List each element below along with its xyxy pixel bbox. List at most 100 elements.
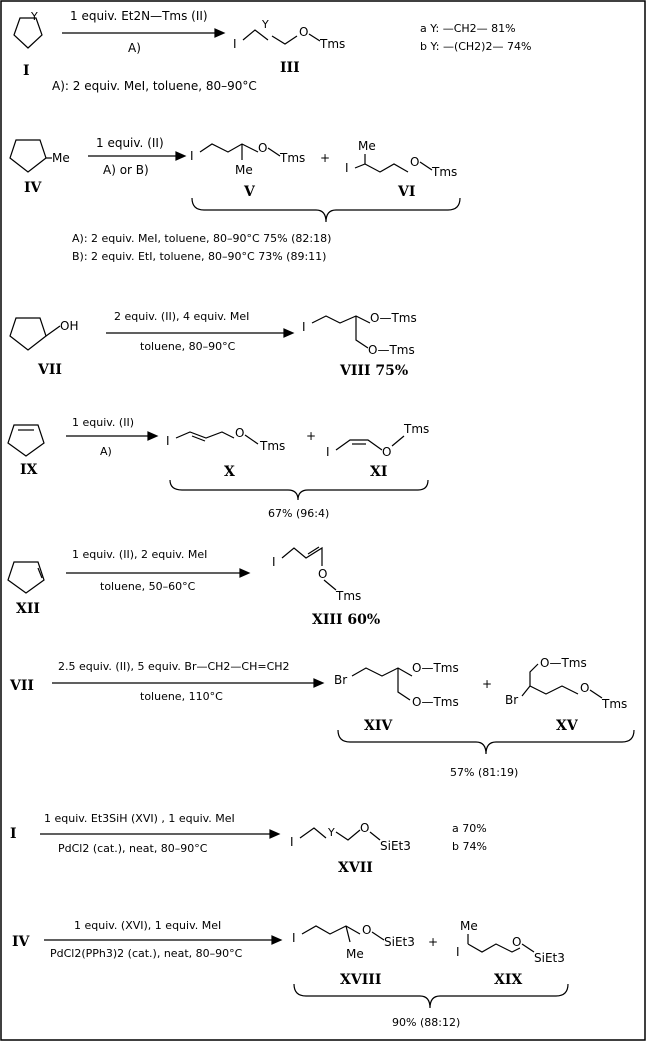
- reagent-text: 1 equiv. (XVI), 1 equiv. MeI: [74, 919, 221, 932]
- ring-XII: [7, 561, 45, 594]
- bond: [299, 827, 327, 839]
- conditions-text: PdCl2 (cat.), neat, 80–90°C: [58, 842, 208, 855]
- bond: [354, 163, 409, 173]
- atom-O: O: [512, 935, 521, 949]
- reagent-text: 2 equiv. (II), 4 equiv. MeI: [114, 310, 249, 323]
- compound-label-X: X: [224, 464, 235, 480]
- conditions-text: toluene, 50–60°C: [100, 580, 196, 593]
- ring-Y: Y: [30, 10, 38, 23]
- plus-sign: +: [306, 429, 316, 443]
- group-Tms: Tms: [319, 37, 345, 51]
- reaction-1: Y I 1 equiv. Et2N—Tms (II) A) A): 2 equi…: [13, 9, 531, 93]
- reagent-text: 1 equiv. (II): [72, 416, 134, 429]
- conditions-text: PdCl2(PPh3)2 (cat.), neat, 80–90°C: [50, 947, 243, 960]
- bond: [199, 143, 259, 153]
- bond: [335, 829, 361, 841]
- group-Tms: Tms: [601, 697, 627, 711]
- bond: [307, 546, 320, 555]
- group-Tms: Tms: [403, 422, 429, 436]
- compound-label-VI: VI: [397, 184, 415, 200]
- ring-Me: Me: [52, 151, 70, 165]
- conditions-line-A: A): 2 equiv. MeI, toluene, 80–90°C 75% (…: [72, 232, 331, 245]
- compound-label-XV: XV: [556, 718, 579, 734]
- bond: [301, 925, 361, 935]
- bond: [467, 943, 521, 953]
- atom-Br: Br: [334, 673, 347, 687]
- group-Tms: Tms: [431, 165, 457, 179]
- atom-Me: Me: [460, 919, 478, 933]
- reagent-text: 1 equiv. (II), 2 equiv. MeI: [72, 548, 207, 561]
- bond: [397, 668, 411, 701]
- atom-O: O: [382, 445, 391, 459]
- compound-label-III: III: [280, 60, 300, 76]
- bond: [311, 315, 371, 324]
- compound-label-XII: XII: [16, 601, 40, 617]
- bond: [345, 925, 351, 943]
- compound-label-VIII: VIII 75%: [339, 363, 408, 379]
- atom-I: I: [345, 161, 349, 175]
- compound-label-IV: IV: [24, 180, 43, 196]
- product-brace: [169, 479, 429, 501]
- group-SiEt3: SiEt3: [534, 951, 565, 965]
- combined-yield: 67% (96:4): [268, 507, 329, 520]
- atom-O: O: [580, 681, 589, 695]
- bond: [391, 435, 405, 447]
- compound-label-IV: IV: [12, 934, 31, 950]
- arrowhead: [271, 935, 283, 945]
- conditions-line-B: B): 2 equiv. EtI, toluene, 80–90°C 73% (…: [72, 250, 326, 263]
- product-brace: [293, 983, 569, 1009]
- group-OTms-1: O—Tms: [412, 661, 459, 675]
- compound-label-V: V: [243, 184, 256, 200]
- reagent-text: 1 equiv. Et3SiH (XVI) , 1 equiv. MeI: [44, 812, 235, 825]
- bond: [521, 943, 535, 953]
- group-OTms-2: O—Tms: [412, 695, 459, 709]
- bond: [175, 431, 235, 439]
- atom-O: O: [410, 155, 419, 169]
- group-OTms-2: O—Tms: [368, 343, 415, 357]
- compound-label-XVIII: XVIII: [340, 972, 381, 988]
- compound-label-XIII: XIII 60%: [312, 612, 380, 628]
- atom-Y: Y: [327, 826, 335, 839]
- reaction-8: IV 1 equiv. (XVI), 1 equiv. MeI PdCl2(PP…: [12, 919, 569, 1029]
- reagent-text: 1 equiv. Et2N—Tms (II): [70, 9, 208, 23]
- group-SiEt3: SiEt3: [384, 935, 415, 949]
- bond: [267, 147, 281, 157]
- reaction-2: Me IV 1 equiv. (II) A) or B) I Me O Tms …: [9, 136, 461, 263]
- compound-label-VII: VII: [37, 362, 62, 378]
- conditions-text: A): [100, 445, 112, 458]
- bond: [529, 663, 539, 686]
- arrowhead: [283, 328, 295, 338]
- group-Tms: Tms: [259, 439, 285, 453]
- footnote-text: A): 2 equiv. MeI, toluene, 80–90°C: [52, 79, 257, 93]
- ring-VII: [9, 317, 47, 351]
- bond: [589, 689, 603, 699]
- bond: [244, 434, 259, 445]
- atom-I: I: [190, 149, 194, 163]
- reaction-3: OH VII 2 equiv. (II), 4 equiv. MeI tolue…: [9, 310, 417, 379]
- atom-I: I: [326, 445, 330, 459]
- compound-label-XIX: XIX: [494, 972, 522, 988]
- reaction-4: IX 1 equiv. (II) A) I O Tms X + I O Tms …: [7, 416, 429, 520]
- bond: [369, 831, 381, 841]
- atom-O: O: [362, 923, 371, 937]
- compound-label-I: I: [23, 63, 30, 79]
- bond: [521, 685, 579, 697]
- bond: [371, 931, 385, 941]
- atom-O: O: [318, 567, 327, 581]
- compound-label-IX: IX: [20, 462, 38, 478]
- product-brace: [191, 197, 461, 223]
- variant-b: b 74%: [452, 840, 487, 853]
- compound-label-VII: VII: [9, 678, 34, 694]
- conditions-text: A): [128, 41, 141, 55]
- arrowhead: [175, 151, 187, 161]
- atom-Me: Me: [358, 139, 376, 153]
- group-SiEt3: SiEt3: [380, 839, 411, 853]
- bond: [37, 567, 43, 579]
- atom-Br: Br: [505, 693, 518, 707]
- bond: [271, 35, 298, 45]
- arrowhead: [147, 431, 159, 441]
- group-Tms: Tms: [279, 151, 305, 165]
- atom-O: O: [258, 141, 267, 155]
- bond: [191, 435, 206, 442]
